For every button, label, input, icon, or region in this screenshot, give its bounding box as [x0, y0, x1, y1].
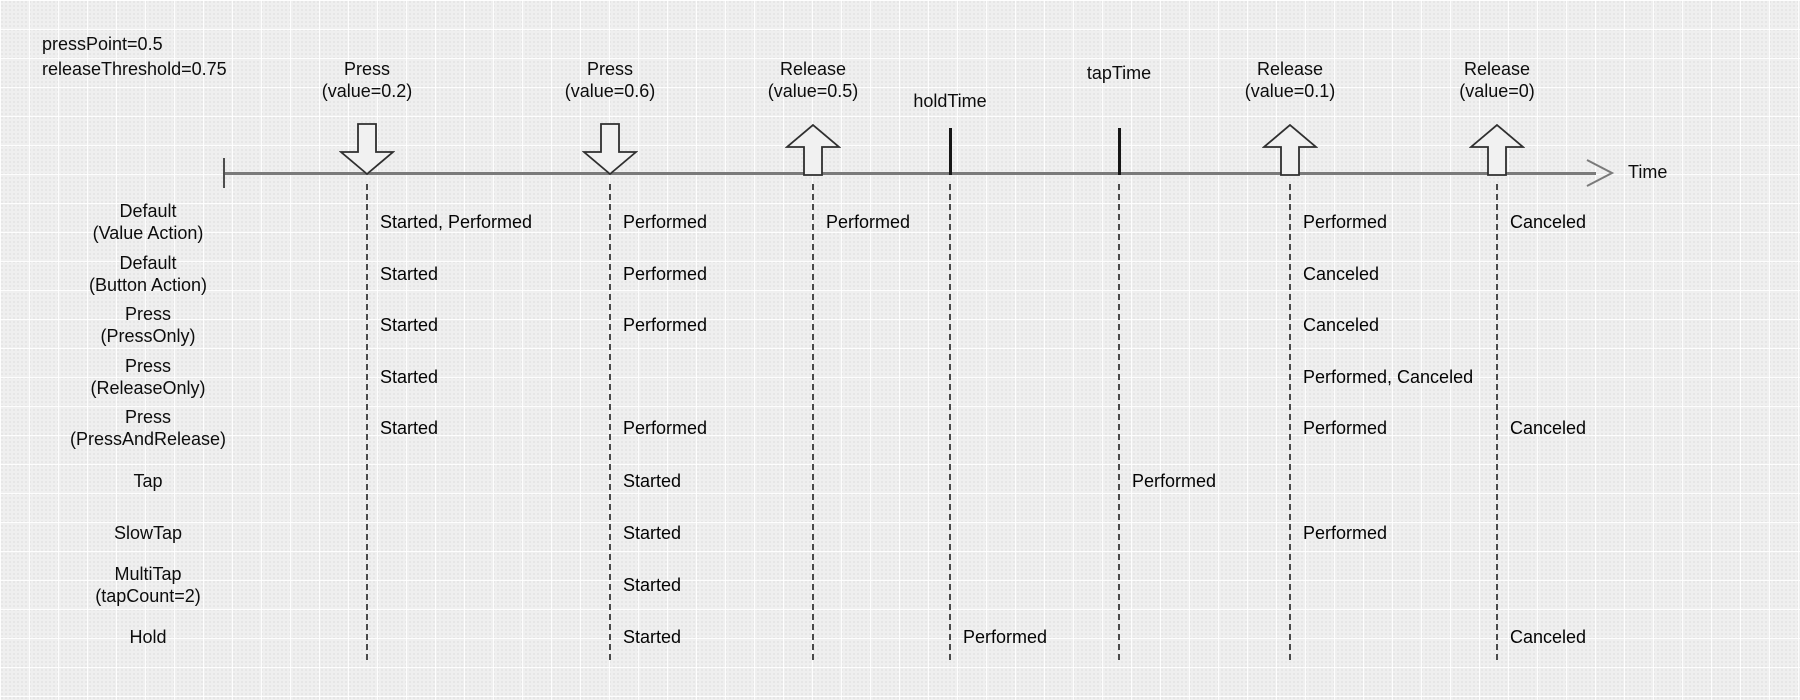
event-label: Performed: [1132, 471, 1217, 491]
column-header-line: Press: [586, 59, 633, 79]
event-label: Canceled: [1303, 315, 1380, 335]
parameter-notes: pressPoint=0.5 releaseThreshold=0.75: [42, 32, 227, 82]
row-label-line: (Value Action): [92, 223, 204, 243]
time-threshold-tick: [1118, 128, 1121, 175]
event-label: Performed: [826, 212, 911, 232]
row-label-4: Press(PressAndRelease): [18, 406, 278, 450]
column-header-line: Release: [1256, 59, 1324, 79]
event-label: Performed, Canceled: [1303, 367, 1474, 387]
event-label: Performed: [963, 627, 1048, 647]
column-header-holdTime: holdTime: [855, 90, 1045, 112]
press-down-arrow-icon: [582, 123, 638, 176]
row-label-line: (Button Action): [88, 275, 208, 295]
time-axis-label: Time: [1628, 162, 1668, 182]
release-threshold-note: releaseThreshold=0.75: [42, 59, 227, 79]
row-label-line: (PressAndRelease): [69, 429, 227, 449]
event-label: Performed: [1303, 523, 1388, 543]
row-label-line: (PressOnly): [100, 326, 196, 346]
time-axis-line: [224, 172, 1596, 175]
event-label: Performed: [623, 315, 708, 335]
row-label-line: Press: [124, 407, 171, 427]
time-axis-arrowhead-icon: [1586, 159, 1615, 187]
column-header-line: (value=0.1): [1244, 81, 1336, 101]
release-up-arrow-icon: [1469, 124, 1525, 176]
row-label-line: (ReleaseOnly): [90, 378, 206, 398]
event-label: Started, Performed: [380, 212, 533, 232]
column-header-release05: Release(value=0.5): [718, 58, 908, 102]
release-up-arrow-icon: [785, 124, 841, 176]
column-header-line: (value=0.6): [564, 81, 656, 101]
row-label-line: Hold: [129, 627, 167, 647]
row-label-line: MultiTap: [114, 564, 182, 584]
row-label-line: (tapCount=2): [95, 586, 201, 606]
column-header-line: Release: [1463, 59, 1531, 79]
dashed-guideline-release0: [1496, 184, 1498, 660]
column-header-line: (value=0.2): [321, 81, 413, 101]
row-label-line: Tap: [133, 471, 163, 491]
row-label-line: SlowTap: [113, 523, 183, 543]
row-label-3: Press(ReleaseOnly): [18, 355, 278, 399]
event-label: Started: [623, 523, 682, 543]
event-label: Performed: [623, 264, 708, 284]
column-header-line: Press: [343, 59, 390, 79]
row-label-7: MultiTap(tapCount=2): [18, 563, 278, 607]
column-header-line: tapTime: [1086, 63, 1152, 83]
column-header-release01: Release(value=0.1): [1195, 58, 1385, 102]
dashed-guideline-press1: [366, 184, 368, 660]
event-label: Canceled: [1510, 418, 1587, 438]
row-label-2: Press(PressOnly): [18, 303, 278, 347]
row-label-line: Press: [124, 304, 171, 324]
event-label: Started: [623, 471, 682, 491]
event-label: Started: [380, 264, 439, 284]
column-header-line: Release: [779, 59, 847, 79]
row-label-5: Tap: [18, 470, 278, 492]
event-label: Started: [380, 315, 439, 335]
row-label-8: Hold: [18, 626, 278, 648]
event-label: Started: [380, 367, 439, 387]
event-label: Canceled: [1510, 627, 1587, 647]
column-header-release0: Release(value=0): [1402, 58, 1592, 102]
event-label: Started: [623, 575, 682, 595]
event-label: Performed: [623, 418, 708, 438]
release-up-arrow-icon: [1262, 124, 1318, 176]
row-label-line: Default: [119, 253, 177, 273]
press-point-note: pressPoint=0.5: [42, 34, 163, 54]
dashed-guideline-holdTime: [949, 184, 951, 660]
event-label: Canceled: [1303, 264, 1380, 284]
time-threshold-tick: [949, 128, 952, 175]
event-label: Started: [623, 627, 682, 647]
dashed-guideline-release01: [1289, 184, 1291, 660]
event-label: Performed: [1303, 212, 1388, 232]
dashed-guideline-tapTime: [1118, 184, 1120, 660]
column-header-press2: Press(value=0.6): [515, 58, 705, 102]
event-label: Canceled: [1510, 212, 1587, 232]
column-header-line: holdTime: [913, 91, 987, 111]
row-label-1: Default(Button Action): [18, 252, 278, 296]
press-down-arrow-icon: [339, 123, 395, 176]
row-label-line: Default: [119, 201, 177, 221]
dashed-guideline-release05: [812, 184, 814, 660]
row-label-0: Default(Value Action): [18, 200, 278, 244]
event-label: Started: [380, 418, 439, 438]
event-label: Performed: [1303, 418, 1388, 438]
row-label-line: Press: [124, 356, 171, 376]
column-header-line: (value=0.5): [767, 81, 859, 101]
column-header-press1: Press(value=0.2): [272, 58, 462, 102]
time-axis-start-tick: [223, 158, 225, 188]
column-header-line: (value=0): [1459, 81, 1535, 101]
event-label: Performed: [623, 212, 708, 232]
column-header-tapTime: tapTime: [1024, 62, 1214, 84]
dashed-guideline-press2: [609, 184, 611, 660]
row-label-6: SlowTap: [18, 522, 278, 544]
